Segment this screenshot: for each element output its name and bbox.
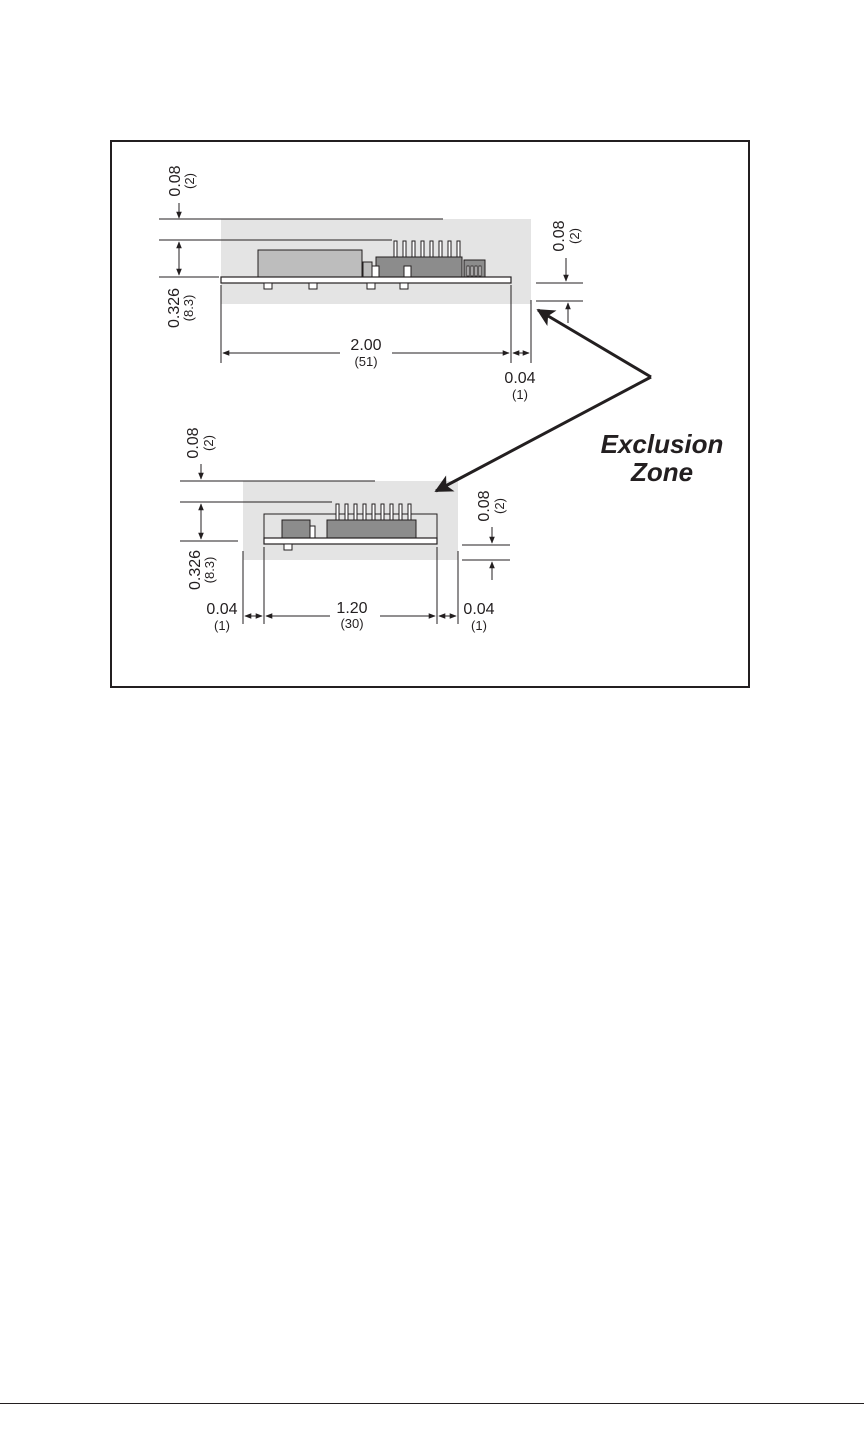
top-width-in-label: 2.00 bbox=[350, 337, 381, 354]
callout-arrow-top bbox=[538, 310, 651, 377]
bottom-bottom-clearance-mm-label: (2) bbox=[492, 498, 507, 514]
bottom-bottom-clearance-in-label: 0.08 bbox=[476, 490, 493, 521]
bottom-header-base bbox=[327, 520, 416, 538]
top-right-margin-in-label: 0.04 bbox=[504, 370, 535, 387]
top-height-mm-label: (8.3) bbox=[181, 295, 196, 322]
bottom-right-margin-mm-label: (1) bbox=[471, 618, 487, 633]
top-header-base bbox=[376, 257, 462, 277]
callout-line-1: Exclusion bbox=[601, 429, 724, 459]
top-pcb bbox=[221, 277, 511, 283]
bottom-width-mm-label: (30) bbox=[340, 616, 363, 631]
top-clearance-mm-label: (2) bbox=[182, 173, 197, 189]
bottom-small-connector-latch bbox=[310, 526, 315, 538]
bottom-left-margin-mm-label: (1) bbox=[214, 618, 230, 633]
exclusion-zone-callout: Exclusion Zone bbox=[436, 310, 723, 491]
bottom-clearance-in-label: 0.08 bbox=[185, 427, 202, 458]
bottom-clearance-mm-label: (2) bbox=[201, 435, 216, 451]
page-footer-rule bbox=[0, 1403, 864, 1404]
top-bottom-clearance-in-label: 0.08 bbox=[551, 220, 568, 251]
bottom-width-in-label: 1.20 bbox=[336, 600, 367, 617]
bottom-left-margin-in-label: 0.04 bbox=[206, 601, 237, 618]
top-header-latch bbox=[372, 266, 379, 277]
top-bottom-clearance-mm-label: (2) bbox=[567, 228, 582, 244]
top-view-diagram: 0.08 (2) 0.326 (8.3) 0.08 (2) 2.00 (51) … bbox=[159, 165, 583, 402]
top-large-component bbox=[258, 250, 362, 277]
bottom-pcb bbox=[264, 538, 437, 544]
top-header-latch-2 bbox=[404, 266, 411, 277]
top-width-mm-label: (51) bbox=[354, 354, 377, 369]
callout-line-2: Zone bbox=[630, 457, 693, 487]
top-small-component bbox=[363, 262, 372, 277]
bottom-underside-pad bbox=[284, 544, 292, 550]
bottom-small-connector bbox=[282, 520, 310, 538]
bottom-header-pins bbox=[336, 504, 411, 520]
bottom-right-margin-in-label: 0.04 bbox=[463, 601, 494, 618]
bottom-height-mm-label: (8.3) bbox=[202, 557, 217, 584]
top-right-margin-mm-label: (1) bbox=[512, 387, 528, 402]
bottom-view-diagram: 0.08 (2) 0.326 (8.3) 0.08 (2) 0.04 (1) 1… bbox=[180, 427, 510, 633]
